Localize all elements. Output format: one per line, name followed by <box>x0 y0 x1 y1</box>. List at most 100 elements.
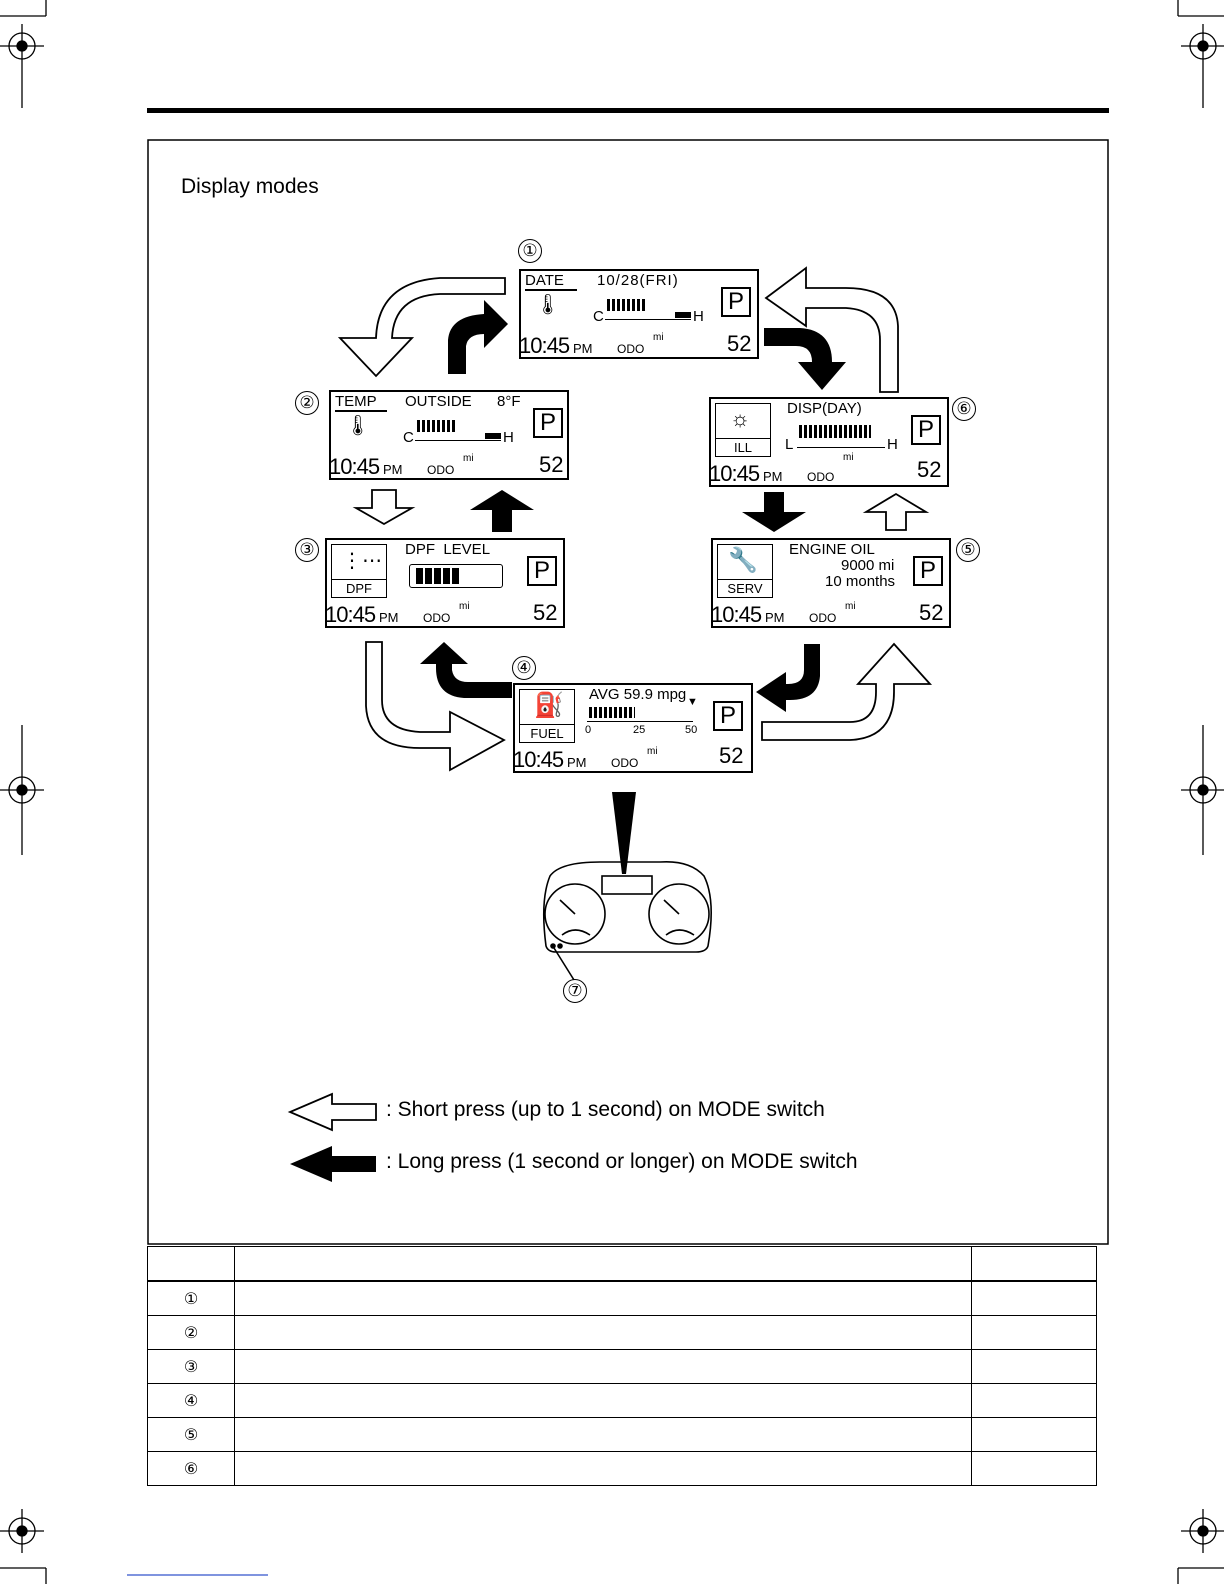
unit-label: mi <box>653 332 664 343</box>
unit-label: mi <box>843 452 854 463</box>
unit-label: mi <box>647 746 658 757</box>
display-screen-dpf: ⋮⋯ DPF DPF LEVEL P 10:45 PM ODO mi 52 <box>325 538 565 628</box>
row-marker: ④ <box>147 1383 235 1418</box>
clock-suffix: PM <box>765 610 785 625</box>
unit-label: mi <box>463 453 474 464</box>
marker-3: ③ <box>295 538 319 562</box>
outside-temp-value: 8°F <box>497 393 521 410</box>
clock-time: 10:45 <box>711 602 762 627</box>
illumination-icon: ☼ <box>730 406 751 431</box>
gear-indicator: P <box>527 556 557 586</box>
clock-suffix: PM <box>763 469 783 484</box>
dpf-icon-box: ⋮⋯ DPF <box>331 544 387 598</box>
odo-value: 52 <box>533 600 558 625</box>
row-marker: ② <box>147 1315 235 1350</box>
dpf-icon: ⋮⋯ <box>342 550 382 572</box>
figure-frame <box>147 139 1109 1245</box>
coolant-gauge-bar <box>605 299 691 320</box>
long-press-arrow-6-to-5 <box>742 492 806 532</box>
odo-label: ODO <box>427 463 455 477</box>
clock-time: 10:45 <box>329 454 380 479</box>
engine-oil-months: 10 months <box>825 573 896 590</box>
odo-value: 52 <box>917 457 942 482</box>
table-row: ④ <box>147 1383 1097 1418</box>
scale-label-25: 25 <box>633 724 646 736</box>
registration-mark <box>0 24 1224 1553</box>
gear-indicator: P <box>911 415 941 445</box>
fuel-icon-box: ⛽ FUEL <box>519 689 575 743</box>
marker-6: ⑥ <box>952 397 976 421</box>
odo-label: ODO <box>807 470 835 484</box>
gear-indicator: P <box>533 408 563 438</box>
display-screen-temp: TEMP OUTSIDE 8°F 🌡 C H P 10:45 PM ODO mi… <box>329 390 569 480</box>
service-icon-label: SERV <box>718 579 772 597</box>
wrench-icon: 🔧 <box>728 547 758 574</box>
marker-5: ⑤ <box>956 538 980 562</box>
marker-7: ⑦ <box>563 979 587 1003</box>
clock-time: 10:45 <box>519 333 570 358</box>
gauge-high-label: H <box>503 429 514 446</box>
table-header-row <box>147 1246 1097 1282</box>
odo-label: ODO <box>809 611 837 625</box>
gauge-low-label: L <box>785 436 794 453</box>
section-title: Display modes <box>181 175 319 198</box>
odo-value: 52 <box>719 743 744 768</box>
dpf-level-bar <box>409 564 503 588</box>
average-marker-icon: ▼ <box>687 696 698 708</box>
fuel-pump-icon: ⛽ <box>534 692 564 719</box>
clock-time: 10:45 <box>513 747 564 772</box>
fuel-economy-bar <box>587 707 693 722</box>
clock-suffix: PM <box>383 462 403 477</box>
marker-1: ① <box>518 239 542 263</box>
header-rule <box>147 108 1109 113</box>
clock-time: 10:45 <box>709 461 760 486</box>
dpf-icon-label: DPF <box>332 579 386 597</box>
odo-value: 52 <box>919 600 944 625</box>
marker-4: ④ <box>512 656 536 680</box>
clock-suffix: PM <box>567 755 587 770</box>
table-header-cell <box>234 1246 972 1282</box>
display-screen-fuel: ⛽ FUEL AVG 59.9 mpg ▼ 0 25 50 P 10:45 PM… <box>513 683 753 773</box>
gear-indicator: P <box>713 701 743 731</box>
gauge-high-label: H <box>887 436 898 453</box>
unit-label: mi <box>459 601 470 612</box>
service-icon-box: 🔧 SERV <box>717 544 773 598</box>
legend-short-press: : Short press (up to 1 second) on MODE s… <box>386 1098 825 1121</box>
clock-suffix: PM <box>379 610 399 625</box>
short-press-arrow-4-to-5 <box>761 642 933 741</box>
coolant-gauge-bar <box>415 420 501 441</box>
row-marker: ① <box>147 1280 235 1316</box>
table-header-cell <box>971 1246 1097 1282</box>
odo-value: 52 <box>539 452 564 477</box>
clock-suffix: PM <box>573 341 593 356</box>
engine-oil-distance: 9000 mi <box>841 557 895 574</box>
table-header-cell <box>147 1246 235 1282</box>
date-value: 10/28(FRI) <box>597 272 679 289</box>
legend-long-press-arrow <box>290 1146 376 1182</box>
long-press-arrow-4-to-3 <box>420 642 512 698</box>
row-marker: ③ <box>147 1349 235 1384</box>
thermometer-icon: 🌡 <box>345 415 371 437</box>
legend-short-press-arrow <box>287 1092 377 1132</box>
long-press-arrow-3-to-2 <box>470 490 534 532</box>
outside-label: OUTSIDE <box>405 393 472 410</box>
gauge-low-label: C <box>403 429 414 446</box>
table-row: ⑥ <box>147 1451 1097 1486</box>
gear-indicator: P <box>913 556 943 586</box>
date-label: DATE <box>525 273 577 291</box>
scale-label-50: 50 <box>685 724 698 736</box>
illumination-icon-box: ☼ ILL <box>715 403 771 457</box>
table-row: ② <box>147 1315 1097 1350</box>
engine-oil-label: ENGINE OIL <box>789 541 875 558</box>
long-press-arrow-5-to-4 <box>756 644 820 712</box>
display-mode-table: ① ② ③ ④ ⑤ ⑥ <box>147 1246 1097 1486</box>
row-marker: ⑤ <box>147 1417 235 1452</box>
unit-label: mi <box>845 601 856 612</box>
display-screen-engine-oil: 🔧 SERV ENGINE OIL 9000 mi 10 months P 10… <box>711 538 951 628</box>
display-screen-illumination: ☼ ILL DISP(DAY) L H P 10:45 PM ODO mi 52 <box>709 397 949 487</box>
table-row: ③ <box>147 1349 1097 1384</box>
legend-long-press: : Long press (1 second or longer) on MOD… <box>386 1150 858 1173</box>
short-press-arrow-3-to-4 <box>365 641 506 772</box>
